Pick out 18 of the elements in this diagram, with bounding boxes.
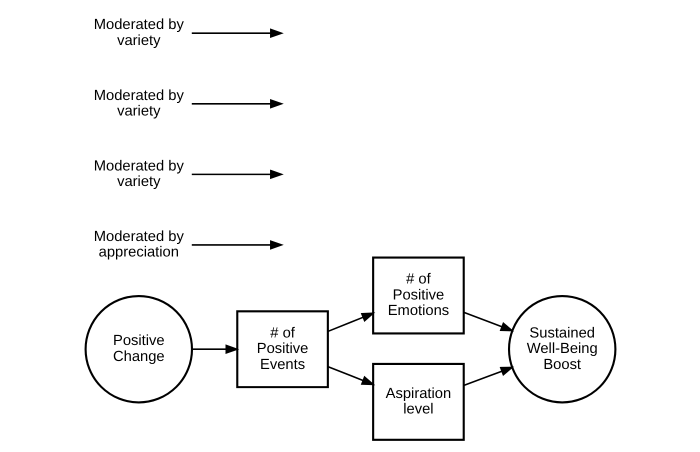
arrow: [191, 28, 284, 38]
node-text: Moderated by variety: [93, 158, 184, 190]
arrow: [463, 366, 514, 386]
node-box: Aspiration level: [372, 362, 464, 440]
node-box: # of Positive Emotions: [372, 256, 464, 334]
arrow: [191, 169, 284, 179]
arrow: [191, 98, 284, 108]
node-text: Moderated by variety: [93, 87, 184, 120]
arrow: [327, 366, 375, 385]
node-text: Moderated by appreciation: [93, 228, 184, 260]
arrow: [191, 240, 284, 250]
arrow: [463, 311, 514, 331]
arrow: [327, 312, 375, 332]
node-circle: Positive Change: [84, 294, 193, 403]
arrow: [192, 344, 239, 354]
node-text: Moderated by variety: [93, 16, 184, 49]
node-box: # of Positive Events: [236, 310, 328, 388]
node-circle: Sustained Well-Being Boost: [507, 294, 616, 403]
